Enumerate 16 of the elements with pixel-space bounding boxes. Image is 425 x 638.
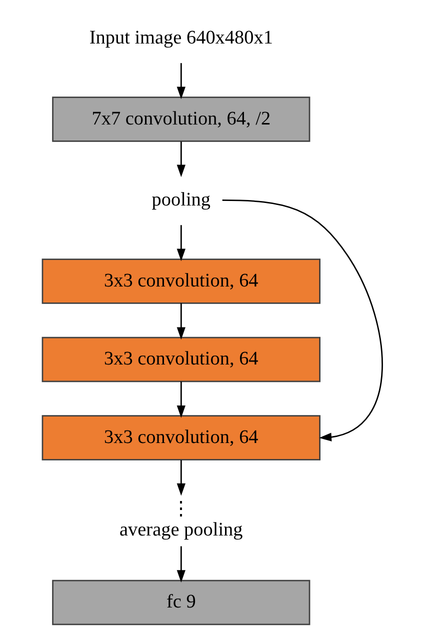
node-box: fc 9 — [52, 580, 310, 626]
node-box: 3x3 convolution, 64 — [42, 336, 320, 382]
node-box: 3x3 convolution, 64 — [42, 258, 320, 304]
node-text: ⋮ average pooling — [120, 498, 243, 540]
arrow — [176, 382, 186, 418]
node-text: Input image 640x480x1 — [89, 27, 273, 48]
arrow — [222, 200, 383, 442]
node-box: 7x7 convolution, 64, /2 — [52, 96, 310, 142]
arrow — [176, 142, 186, 178]
node-text: pooling — [152, 189, 211, 210]
arrow — [176, 63, 186, 100]
arrow — [176, 303, 186, 340]
arrow — [176, 546, 186, 582]
node-box: 3x3 convolution, 64 — [42, 415, 320, 460]
arrow — [176, 225, 186, 262]
arrow — [176, 460, 186, 496]
